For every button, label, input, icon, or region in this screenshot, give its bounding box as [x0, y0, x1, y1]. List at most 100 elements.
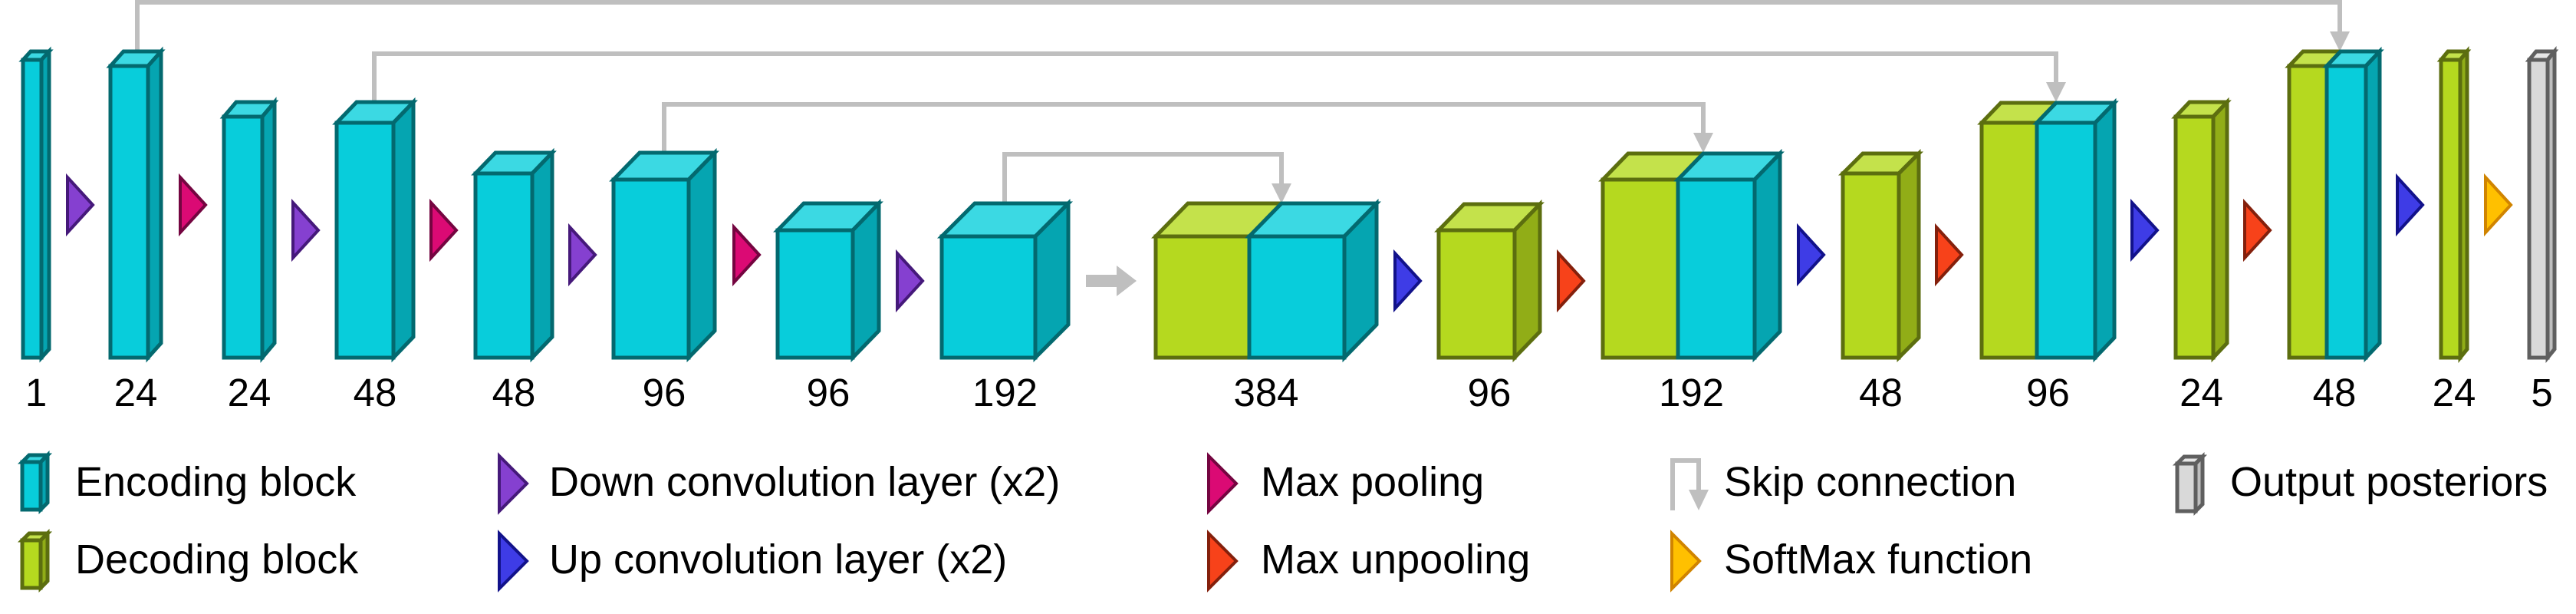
encoding-block-192 [936, 198, 1074, 363]
encoding-block-96 [773, 198, 883, 363]
bridge-arrow-shape [1086, 266, 1137, 296]
legend-label-encoding: Encoding block [75, 459, 357, 505]
skip-connection-line [662, 102, 1706, 154]
encoding-block-icon-front-face [20, 460, 43, 512]
max-pool-arrow-icon [429, 198, 459, 262]
concat-block-192 [1598, 148, 1785, 363]
concat-encoding-part [2322, 46, 2384, 363]
legend-label-max-pool: Max pooling [1261, 459, 1485, 505]
channel-label: 96 [643, 371, 686, 414]
decoding-block-24-front-face [2173, 114, 2216, 360]
skip-connections [135, 0, 2350, 205]
decoding-block-96 [1434, 199, 1545, 363]
channel-label: 96 [1468, 371, 1512, 414]
output-posteriors-icon [2172, 451, 2208, 517]
max-unpool-legend-icon [1207, 530, 1239, 593]
skip-connection-arrowhead-icon [1272, 183, 1291, 203]
legend-label-down-conv: Down convolution layer (x2) [549, 459, 1061, 505]
skip-connection [1002, 152, 1291, 205]
down-conv-legend-icon [498, 452, 529, 515]
encoding-block-48 [471, 147, 557, 363]
channel-label: 192 [1659, 371, 1724, 414]
decoding-block-48 [1837, 148, 1924, 363]
encoding-block-96 [609, 147, 719, 363]
skip-connection [662, 102, 1713, 154]
legend-label-up-conv: Up convolution layer (x2) [549, 536, 1008, 583]
decoding-block-24-side-face [2211, 97, 2229, 363]
decoding-block-24 [2171, 97, 2232, 363]
legend-icons [17, 450, 2208, 593]
concat-encoding-part-front-face [2035, 120, 2097, 360]
encoding-block-192-front-face [939, 234, 1038, 360]
skip-connection-line [372, 51, 2058, 104]
operation-arrows [66, 173, 2513, 313]
down-conv-arrow-icon [66, 173, 95, 237]
channel-label: 48 [492, 371, 536, 414]
decoding-block-96-front-face [1436, 228, 1517, 360]
softmax-legend-icon [1670, 530, 1702, 593]
concat-decoding-part-front-face [1601, 177, 1680, 360]
output-posteriors-icon-front-face [2175, 461, 2198, 513]
channel-label: 48 [1859, 371, 1903, 414]
decoding-block-24-front-face [2439, 58, 2462, 360]
concat-decoding-part [1151, 201, 1286, 360]
encoding-block-48-front-face [334, 120, 396, 360]
channel-label: 5 [2531, 371, 2552, 414]
skip-connection-arrowhead-icon [1693, 133, 1713, 153]
decoding-block-48-side-face [1897, 148, 1921, 363]
channel-label: 96 [2026, 371, 2070, 414]
encoding-block-1 [18, 46, 54, 363]
max-pool-arrow-icon [732, 223, 762, 287]
encoding-block-24 [106, 46, 166, 363]
legend-label-decoding: Decoding block [75, 536, 359, 583]
concat-encoding-part-front-face [1676, 177, 1757, 360]
concat-encoding-part-front-face [2324, 64, 2368, 360]
legend-label-max-unpool: Max unpooling [1261, 536, 1531, 583]
max-unpool-arrow-icon [1935, 223, 1964, 287]
channel-label: 384 [1233, 371, 1298, 414]
concat-encoding-part-side-face [1752, 148, 1782, 363]
skip-connection-arrowhead-icon [2046, 82, 2066, 102]
encoding-block-48-front-face [473, 171, 535, 360]
concat-decoding-part-front-face [1153, 234, 1252, 360]
concat-encoding-part-front-face [1247, 234, 1347, 360]
skip-connection [135, 0, 2350, 53]
concat-encoding-part-side-face [2093, 97, 2117, 363]
channel-label: 24 [2433, 371, 2476, 414]
max-pool-arrow-icon [179, 173, 208, 237]
concat-decoding-part [1977, 101, 2061, 360]
bridge-arrow-icon [1086, 266, 1137, 296]
concat-block-96 [1977, 97, 2119, 363]
concat-block-384 [1151, 198, 1381, 363]
concat-encoding-part [1673, 148, 1785, 363]
up-conv-arrow-icon [1393, 249, 1423, 313]
encoding-block-24-side-face [146, 46, 163, 363]
channel-label: 24 [228, 371, 271, 414]
channel-label: 24 [2180, 371, 2223, 414]
encoding-block-24-front-face [108, 64, 150, 360]
concat-encoding-part [2032, 97, 2119, 363]
channel-label: 24 [114, 371, 158, 414]
network-blocks [18, 45, 2559, 364]
encoding-block-48-side-face [530, 147, 554, 363]
encoding-block-96-side-face [850, 198, 881, 363]
decoding-block-24 [2436, 45, 2472, 364]
skip-legend-arrowhead [1689, 490, 1709, 510]
output-block-5 [2525, 45, 2559, 364]
decoding-block-48-front-face [1841, 171, 1901, 360]
concat-block-48 [2285, 46, 2384, 363]
up-conv-arrow-icon [2130, 198, 2160, 262]
encoding-block-48-side-face [391, 97, 416, 363]
legend-label-output: Output posteriors [2230, 459, 2548, 505]
concat-encoding-part [1245, 198, 1381, 363]
channel-label: 192 [972, 371, 1038, 414]
down-conv-arrow-icon [568, 223, 597, 287]
skip-connection-line [135, 0, 2342, 53]
decoding-block-icon-front-face [20, 538, 43, 590]
channel-label: 96 [807, 371, 850, 414]
concat-decoding-part-front-face [2287, 64, 2329, 360]
decoding-block-96-side-face [1512, 199, 1542, 363]
max-pool-legend-icon [1207, 452, 1239, 515]
